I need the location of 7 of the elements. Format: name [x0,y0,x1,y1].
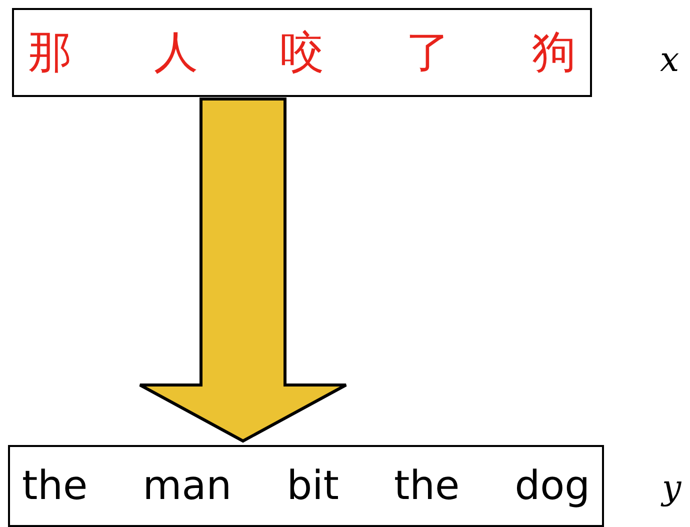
block-arrow [138,98,348,443]
variable-label: x [660,40,680,80]
source-sentence: 那 人 咬 了 狗 [28,26,576,80]
variable-label: y [662,468,682,508]
target-sentence: the man bit the dog [22,463,590,509]
sentence-box [12,8,592,97]
sentence-box [8,445,604,527]
